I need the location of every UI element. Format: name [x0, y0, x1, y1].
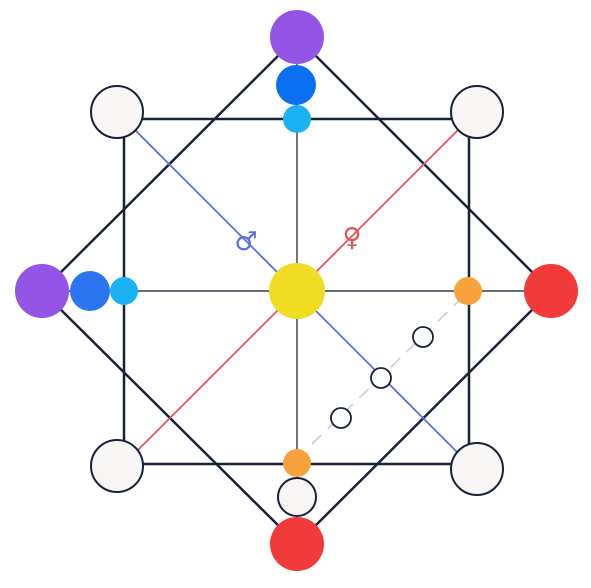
female-symbol: ♀	[342, 223, 361, 253]
blue-node-left	[70, 271, 110, 311]
light-blue-node-top	[283, 105, 311, 133]
empty-node-top-right	[450, 85, 504, 139]
small-empty-node-3	[330, 407, 352, 429]
red-node-bottom	[270, 517, 324, 571]
red-node-right	[524, 264, 578, 318]
male-symbol: ♂	[234, 227, 257, 257]
small-empty-node-2	[370, 367, 392, 389]
light-blue-node-left	[110, 277, 138, 305]
empty-node-bottom	[277, 477, 317, 517]
empty-node-top-left	[90, 85, 144, 139]
purple-node-left	[15, 264, 69, 318]
empty-node-bottom-left	[90, 439, 144, 493]
small-empty-node-1	[412, 326, 434, 348]
dashed-diagonal	[311, 291, 469, 445]
yellow-center-node	[269, 263, 325, 319]
empty-node-bottom-right	[450, 442, 504, 496]
orange-node-bottom	[283, 449, 311, 477]
corner-nodes	[90, 85, 504, 496]
blue-node-top	[276, 65, 316, 105]
purple-node-top	[270, 10, 324, 64]
orange-node-right	[454, 277, 482, 305]
